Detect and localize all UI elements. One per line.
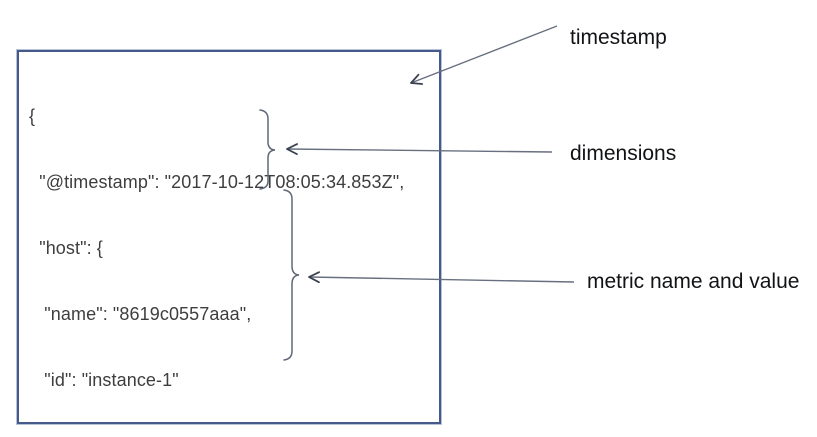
json-code: { "@timestamp": "2017-10-12T08:05:34.853…: [29, 61, 439, 437]
dimensions-label: dimensions: [570, 142, 677, 165]
json-line-host-name: "name": "8619c0557aaa",: [29, 304, 252, 324]
json-line-timestamp: "@timestamp": "2017-10-12T08:05:34.853Z"…: [29, 172, 405, 192]
timestamp-label: timestamp: [570, 26, 667, 49]
json-document-box: { "@timestamp": "2017-10-12T08:05:34.853…: [17, 50, 441, 437]
metric-name-value-label: metric name and value: [587, 270, 800, 293]
json-line-host-open: "host": {: [29, 238, 103, 258]
json-line-host-id: "id": "instance-1": [29, 370, 179, 390]
json-line: {: [29, 106, 36, 126]
